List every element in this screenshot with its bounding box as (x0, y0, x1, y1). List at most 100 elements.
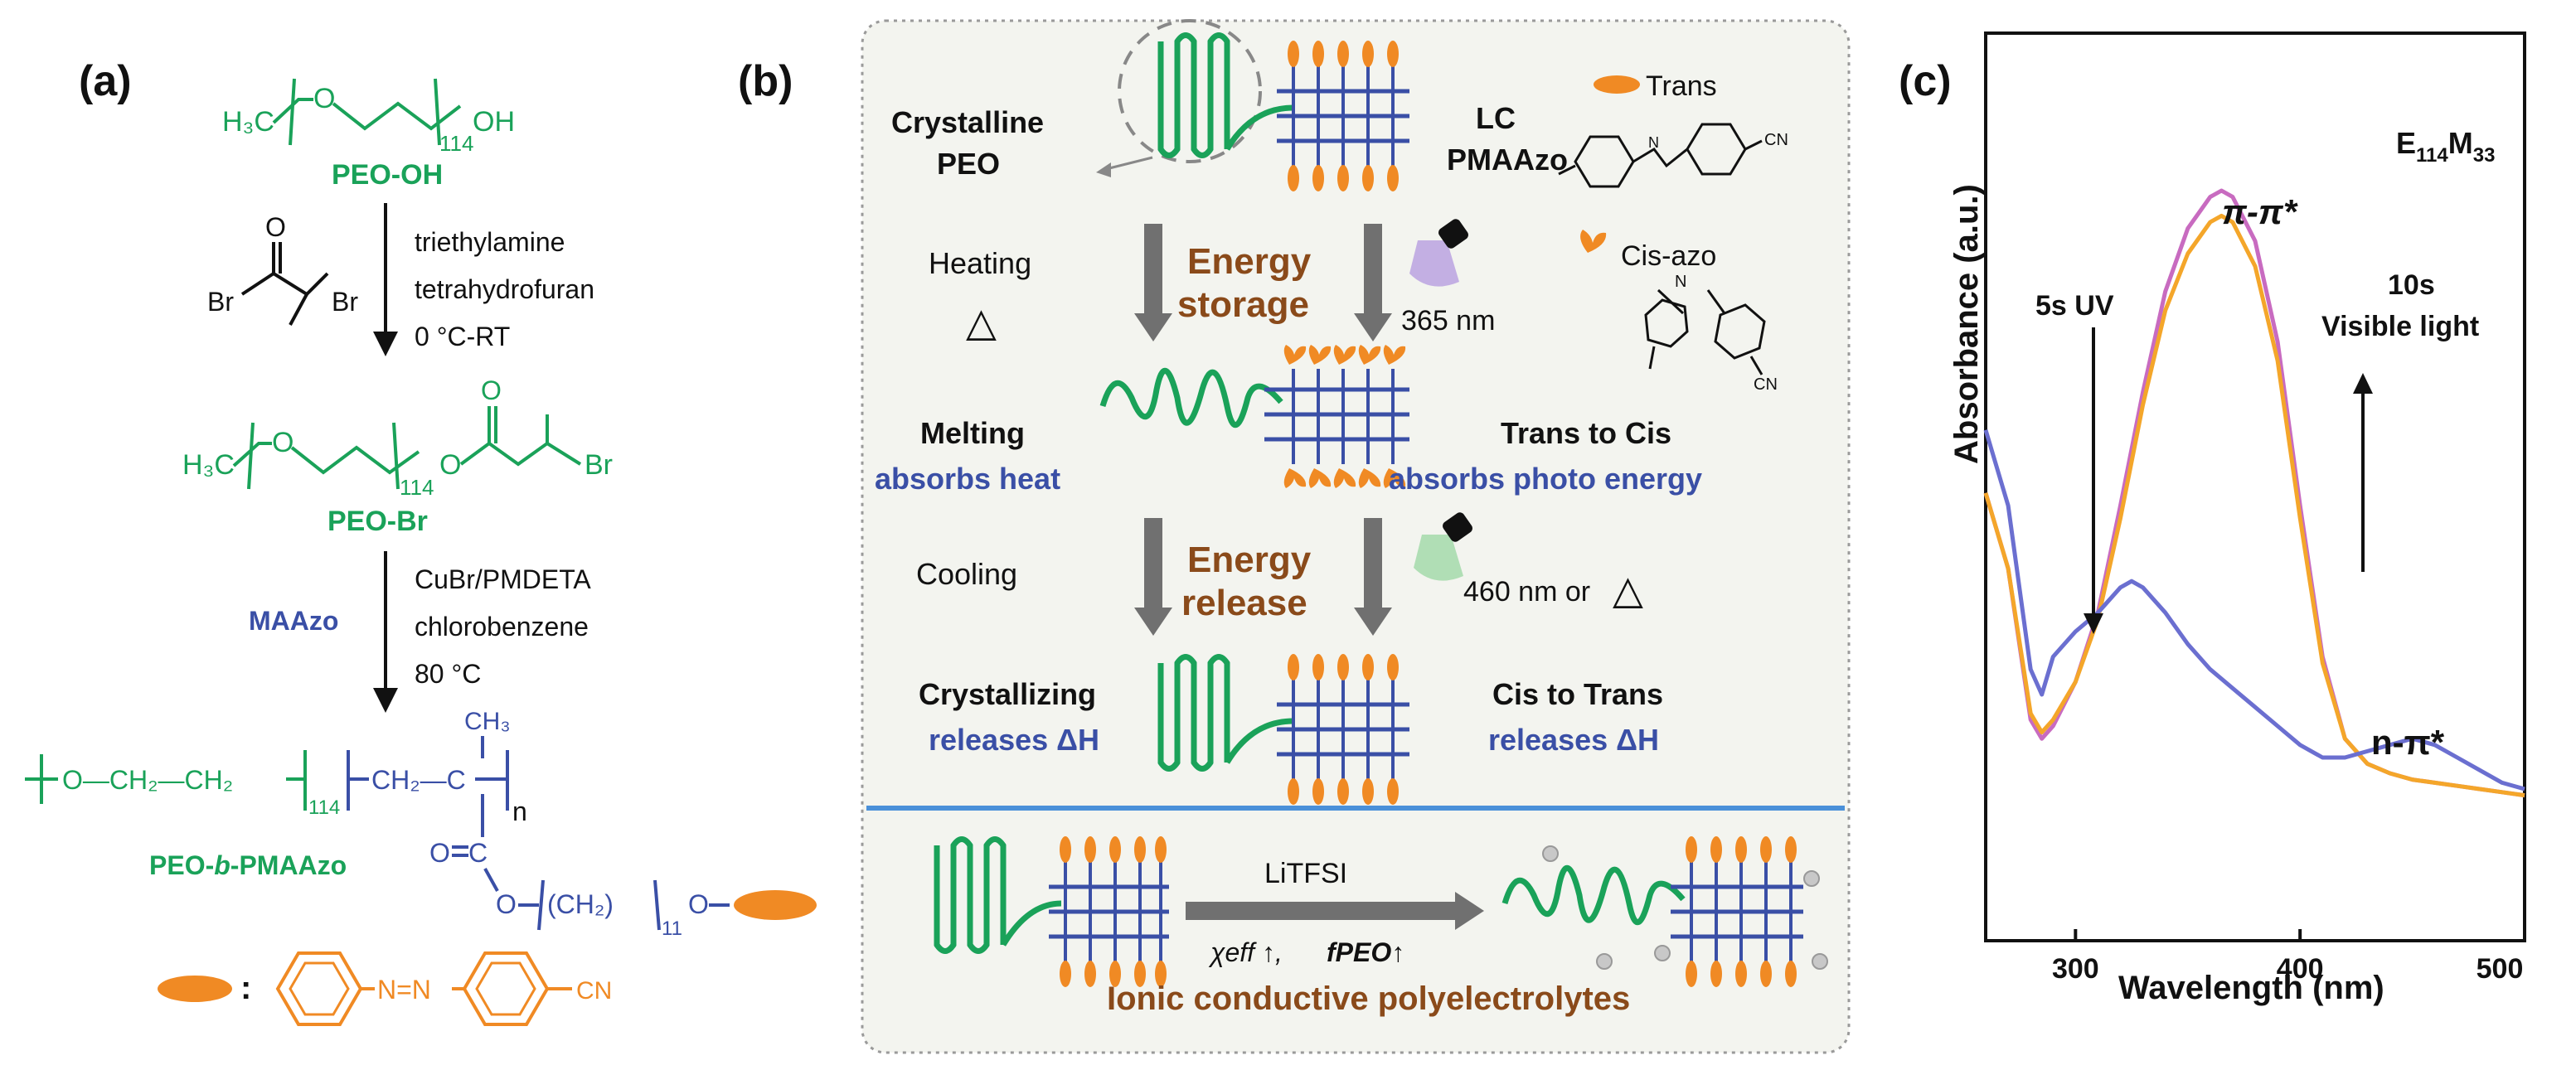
svg-text:CH₂—C: CH₂—C (371, 765, 466, 795)
energy-release-line2: release (1181, 583, 1307, 623)
visible-lamp-icon (1414, 512, 1472, 581)
trans-to-cis: Trans to Cis (1501, 416, 1671, 450)
plot-frame (1984, 31, 2526, 942)
cis-azo-label: Cis-azo (1621, 240, 1716, 272)
svg-text:N: N (1675, 273, 1686, 291)
absorbs-heat: absorbs heat (875, 462, 1060, 496)
melting-label: Melting (920, 416, 1025, 450)
svg-text:N: N (1648, 134, 1659, 151)
energy-storage-line1: Energy (1187, 241, 1312, 282)
azo-mesogen-icon (734, 890, 817, 920)
peo-br-structure: H₃C O 114 O O Br (182, 375, 613, 500)
svg-text:n: n (512, 796, 527, 826)
cis-to-trans: Cis to Trans (1492, 677, 1663, 711)
step1-line3: 0 °C-RT (415, 322, 510, 351)
energy-release-line1: Energy (1187, 540, 1312, 580)
panel-b-label: (b) (738, 57, 793, 105)
spectrum-line-2 (1983, 213, 2525, 798)
crystalline-peo-line1: Crystalline (891, 105, 1044, 139)
peo-oh-oh: OH (473, 106, 515, 138)
svg-text:CH₃: CH₃ (464, 708, 511, 735)
svg-text:CN: CN (1754, 375, 1778, 394)
step2-line1: CuBr/PMDETA (415, 564, 591, 594)
svg-text:Br: Br (207, 287, 234, 317)
pmaazo-label: PMAAzo (1447, 143, 1568, 177)
svg-text::: : (240, 970, 251, 1006)
svg-text:H₃C: H₃C (182, 449, 235, 481)
panel-a: (a) H₃C O 114 OH PEO-OH Br O Br triethyl… (25, 57, 817, 1026)
peo-oh-h3c: H₃C (222, 106, 274, 138)
svg-text:O: O (429, 838, 450, 868)
top-polymer-schematic (1096, 19, 1409, 191)
chi-eff: χeff ↑, (1208, 937, 1283, 967)
polymer-structure: O—CH₂—CH₂ 114 CH₂—C CH₃ n C O O (CH₂) 11… (25, 708, 817, 940)
uv-wavelength: 365 nm (1401, 305, 1495, 336)
ionic-conductive-label: Ionic conductive polyelectrolytes (1107, 980, 1630, 1017)
cis-legend-icon (1580, 230, 1607, 253)
heating-delta: △ (966, 301, 997, 345)
svg-text:O: O (481, 375, 502, 405)
release-arrows (1134, 518, 1392, 636)
x-axis-label: Wavelength (nm) (2118, 970, 2384, 1006)
svg-text:Br: Br (585, 449, 613, 481)
step2-line2: chlorobenzene (415, 612, 589, 642)
vis-note-line2: Visible light (2321, 311, 2479, 342)
svg-text:O: O (688, 889, 709, 919)
cis-azo-structure: N CN (1644, 273, 1778, 394)
peo-oh-n: 114 (439, 131, 473, 156)
cooling-delta: △ (1613, 569, 1643, 612)
pi-pi-star-label: π-π* (2222, 192, 2298, 231)
vis-note-line1: 10s (2388, 269, 2435, 301)
svg-text:N=N: N=N (377, 975, 431, 1005)
ionic-bcp-schematic (1501, 836, 1828, 987)
svg-text:Br: Br (332, 287, 358, 317)
panel-c-label: (c) (1899, 57, 1952, 105)
neat-bcp-schematic (934, 836, 1169, 987)
maazo-monomer: MAAzo (249, 606, 338, 636)
sample-label: E114M33 (2396, 126, 2495, 167)
crystallizing-label: Crystallizing (919, 677, 1096, 711)
peo-oh-structure: H₃C O 114 OH (222, 78, 515, 156)
svg-text:11: 11 (662, 917, 682, 940)
mesogen-icon (158, 976, 232, 1002)
lc-label: LC (1476, 101, 1516, 135)
litfsi-arrow (1186, 892, 1484, 930)
azo-legend: : N=N CN (158, 951, 612, 1026)
spectrum-line-3 (1983, 429, 2525, 792)
svg-text:O: O (272, 427, 293, 458)
peo-oh-name: PEO-OH (332, 159, 443, 191)
svg-text:CN: CN (1764, 131, 1788, 149)
releases-dh-left: releases ΔH (929, 723, 1099, 757)
step1-line1: triethylamine (415, 227, 565, 257)
svg-text:O—CH₂—CH₂: O—CH₂—CH₂ (62, 765, 233, 795)
cooling-label: Cooling (916, 557, 1017, 591)
step2-line3: 80 °C (415, 659, 481, 689)
litfsi-label: LiTFSI (1264, 858, 1347, 889)
vis-wavelength: 460 nm or (1463, 576, 1590, 608)
svg-text:O: O (496, 889, 517, 919)
energy-storage-line2: storage (1177, 284, 1309, 325)
f-peo: fPEO↑ (1327, 937, 1404, 967)
heating-label: Heating (929, 246, 1031, 280)
releases-dh-right: releases ΔH (1488, 723, 1659, 757)
uv-lamp-icon (1409, 219, 1468, 287)
x-tick-label-400: 400 (2277, 953, 2324, 985)
crystalline-peo-line2: PEO (937, 147, 1000, 181)
trans-label: Trans (1646, 70, 1717, 102)
uv-note: 5s UV (2035, 290, 2114, 322)
trans-legend-icon (1594, 75, 1640, 94)
panel-b-frame (861, 19, 1851, 1054)
absorbs-photo-energy: absorbs photo energy (1389, 462, 1702, 496)
peo-br-name: PEO-Br (327, 506, 428, 537)
step1-line2: tetrahydrofuran (415, 274, 594, 304)
melted-polymer-schematic (1099, 345, 1409, 488)
bromo-reagent: Br O Br (207, 212, 358, 326)
svg-text:(CH₂): (CH₂) (547, 889, 614, 919)
svg-text:O: O (439, 449, 461, 481)
n-pi-star-label: n-π* (2371, 723, 2445, 762)
svg-text:C: C (468, 838, 488, 868)
storage-arrows (1134, 224, 1392, 341)
